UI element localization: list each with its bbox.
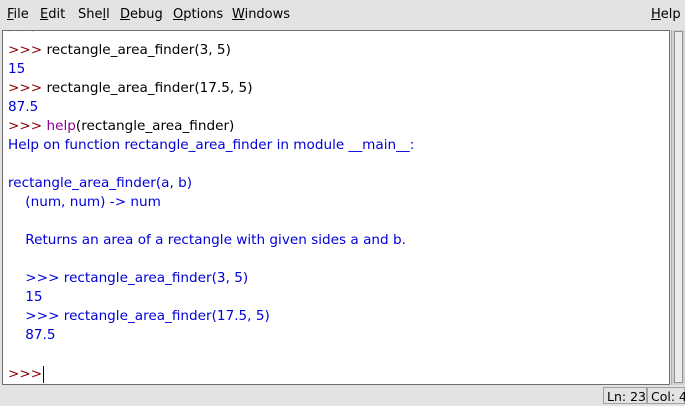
menu-shell[interactable]: Shell	[78, 7, 110, 22]
scrollbar-thumb[interactable]	[674, 31, 683, 383]
status-line-number: Ln: 23	[603, 387, 647, 404]
shell-output-line: >>> rectangle_area_finder(17.5, 5)	[8, 308, 270, 324]
menu-edit[interactable]: Edit	[40, 7, 66, 22]
text-cursor	[43, 366, 44, 383]
shell-output-line: rectangle_area_finder(a, b)	[8, 175, 193, 191]
menu-options[interactable]: Options	[173, 7, 224, 22]
menu-file[interactable]: File	[7, 7, 29, 22]
menu-windows[interactable]: Windows	[232, 7, 291, 22]
menu-help[interactable]: Help	[651, 7, 681, 22]
shell-input-line[interactable]: >>>	[8, 366, 47, 382]
status-column-number: Col: 4	[647, 387, 685, 404]
shell-output-line: 87.5	[8, 99, 39, 115]
menu-debug[interactable]: Debug	[120, 7, 163, 22]
shell-output-line: Help on function rectangle_area_finder i…	[8, 137, 415, 153]
shell-output-line: 15	[8, 61, 26, 77]
shell-line: >>>	[8, 31, 47, 38]
status-bar: Ln: 23 Col: 4	[0, 385, 685, 406]
menu-bar: File Edit Shell Debug Options Windows He…	[0, 0, 685, 30]
shell-output-line: 15	[8, 289, 43, 305]
shell-line: >>> rectangle_area_finder(17.5, 5)	[8, 80, 253, 96]
shell-text-area[interactable]: >>> >>> rectangle_area_finder(3, 5) 15 >…	[2, 30, 670, 385]
shell-output-line: Returns an area of a rectangle with give…	[8, 232, 406, 248]
vertical-scrollbar[interactable]	[671, 30, 685, 385]
shell-output-line: >>> rectangle_area_finder(3, 5)	[8, 270, 249, 286]
shell-output-line: (num, num) -> num	[8, 194, 161, 210]
shell-line: >>> help(rectangle_area_finder)	[8, 118, 235, 134]
shell-output-line: 87.5	[8, 327, 56, 343]
shell-line: >>> rectangle_area_finder(3, 5)	[8, 42, 231, 58]
